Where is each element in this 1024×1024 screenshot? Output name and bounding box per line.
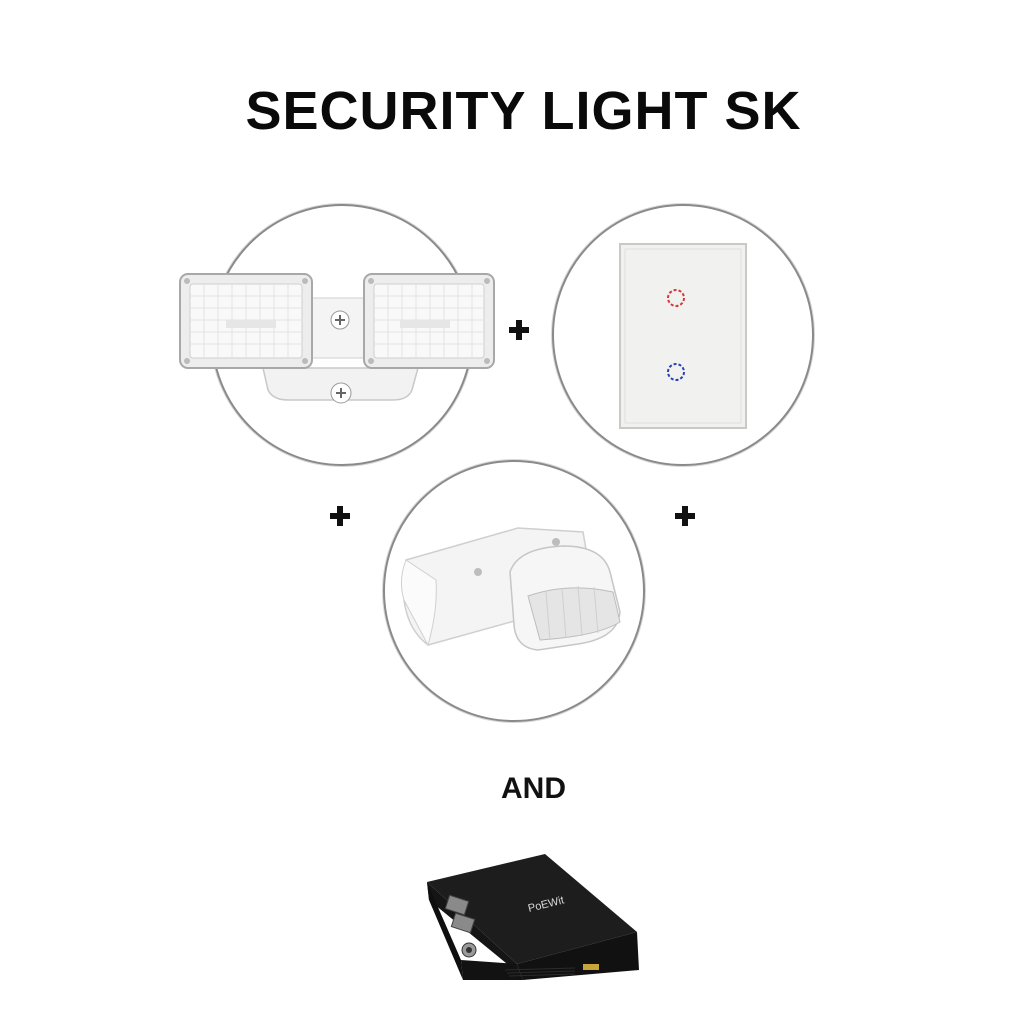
plus-icon bbox=[675, 506, 695, 526]
motion-sensor-image bbox=[400, 527, 621, 651]
plus-icon bbox=[509, 320, 529, 340]
and-connector-label: AND bbox=[501, 772, 566, 805]
plus-icon bbox=[330, 506, 350, 526]
poe-injector-image: PoEWit bbox=[427, 854, 639, 980]
touch-switch-panel-image bbox=[619, 243, 747, 429]
page-title: SECURITY LIGHT SK bbox=[245, 81, 802, 141]
twin-floodlight-image bbox=[179, 273, 495, 404]
